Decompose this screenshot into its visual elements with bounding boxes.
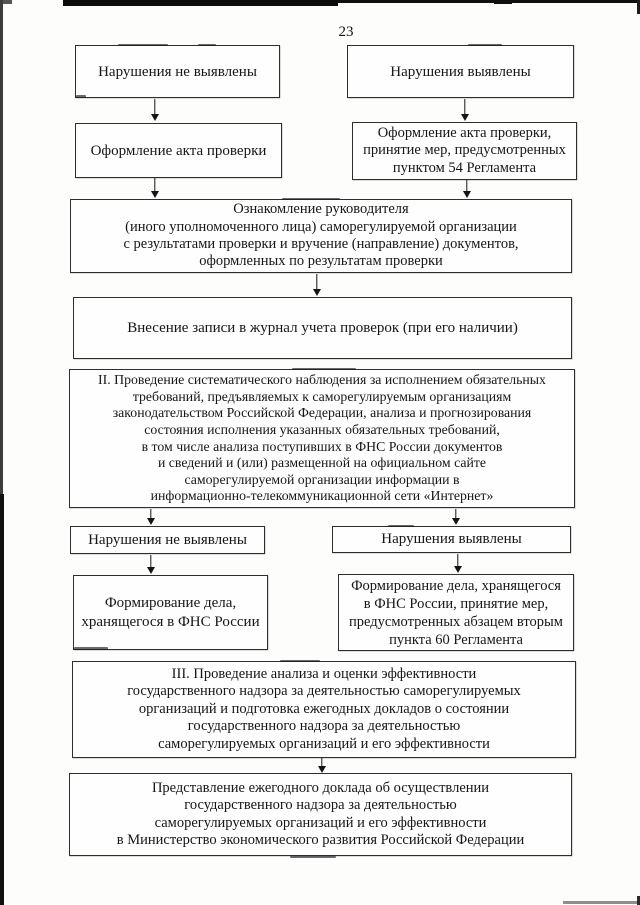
flow-arrow-down bbox=[462, 180, 472, 198]
scan-smudge bbox=[388, 524, 414, 527]
scan-top-bar-gray-segment bbox=[0, 0, 12, 4]
scan-smudge bbox=[198, 43, 216, 46]
scan-smudge bbox=[290, 856, 336, 858]
scan-top-bar-blob bbox=[494, 0, 512, 4]
flow-arrow-down bbox=[312, 274, 322, 296]
flow-arrow-down bbox=[453, 554, 463, 573]
scan-left-edge-line bbox=[0, 0, 3, 494]
flow-arrow-down bbox=[150, 99, 160, 121]
node-inspection-act: Оформление акта проверки bbox=[75, 123, 282, 178]
scan-right-top-tick bbox=[637, 0, 640, 14]
node-journal-entry: Внесение записи в журнал учета проверок … bbox=[73, 297, 572, 359]
scan-top-bar bbox=[63, 0, 640, 3]
node-stage-3-analysis-evaluation: III. Проведение анализа и оценки эффекти… bbox=[72, 661, 576, 758]
node-familiarization-with-results: Ознакомление руководителя (иного уполном… bbox=[70, 199, 572, 273]
page-number: 23 bbox=[338, 24, 354, 40]
node-no-violations-found-2: Нарушения не выявлены bbox=[70, 526, 265, 554]
node-violations-found-1: Нарушения выявлены bbox=[347, 45, 574, 98]
node-stage-2-systematic-monitoring: II. Проведение систематического наблюден… bbox=[69, 369, 575, 508]
flow-arrow-down bbox=[146, 509, 156, 525]
scan-smudge bbox=[292, 367, 356, 370]
scan-smudge bbox=[280, 659, 320, 662]
flow-arrow-down bbox=[150, 178, 160, 198]
flow-arrow-down bbox=[460, 99, 470, 121]
flow-arrow-down bbox=[451, 509, 461, 525]
node-no-violations-found-1: Нарушения не выявлены bbox=[75, 45, 280, 98]
scan-left-edge-line-lower bbox=[0, 494, 4, 905]
flow-arrow-down bbox=[146, 555, 156, 574]
scan-bottom-right-tick bbox=[637, 896, 640, 905]
node-violations-found-2: Нарушения выявлены bbox=[332, 526, 571, 553]
scan-smudge bbox=[118, 43, 168, 46]
scan-smudge bbox=[282, 197, 340, 200]
node-case-file-fns-measures: Формирование дела, хранящегося в ФНС Рос… bbox=[338, 574, 574, 651]
node-annual-report-submission: Представление ежегодного доклада об осущ… bbox=[69, 773, 572, 856]
flow-arrow-down bbox=[317, 758, 327, 773]
node-case-file-fns: Формирование дела, хранящегося в ФНС Рос… bbox=[73, 575, 268, 650]
scan-smudge bbox=[74, 647, 108, 650]
scan-top-bar-thick-segment bbox=[63, 0, 338, 6]
node-inspection-act-measures: Оформление акта проверки, принятие мер, … bbox=[352, 122, 577, 180]
scan-smudge bbox=[76, 95, 86, 98]
scan-bottom-right-line bbox=[563, 901, 640, 904]
scan-smudge bbox=[468, 43, 502, 46]
